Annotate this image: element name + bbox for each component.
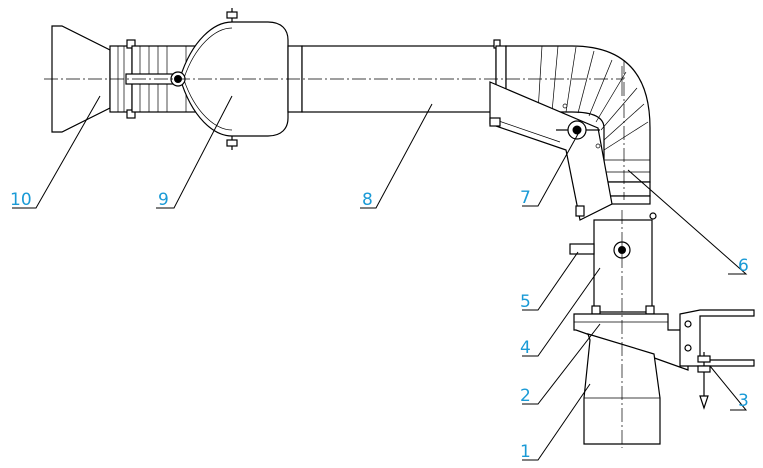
leader-4 [522,267,601,357]
callout-8: 8 [362,190,373,210]
callout-leaders [12,95,748,461]
callout-4: 4 [520,338,531,358]
flex-elbow [505,45,651,205]
callout-1: 1 [520,442,531,462]
callout-5: 5 [520,292,531,312]
callout-3: 3 [738,391,749,411]
callout-9: 9 [158,190,169,210]
leader-7 [522,133,579,207]
leader-1 [522,383,591,461]
leader-6 [627,169,748,275]
leader-8 [360,103,433,209]
leader-2 [522,323,601,405]
center-lines [44,60,625,448]
vertical-column [569,219,655,315]
callout-7: 7 [520,188,531,208]
callout-6: 6 [738,256,749,276]
leader-9 [156,95,233,209]
callout-labels: 1 2 3 4 5 6 7 8 9 10 [10,188,749,462]
leader-3 [709,365,748,411]
leader-5 [522,251,579,311]
wall-bracket [679,309,755,410]
straight-tube [287,39,507,113]
hood-assembly [51,25,136,133]
swivel-joint [489,81,657,221]
leader-10 [12,95,101,209]
callout-2: 2 [520,386,531,406]
callout-10: 10 [10,190,32,210]
